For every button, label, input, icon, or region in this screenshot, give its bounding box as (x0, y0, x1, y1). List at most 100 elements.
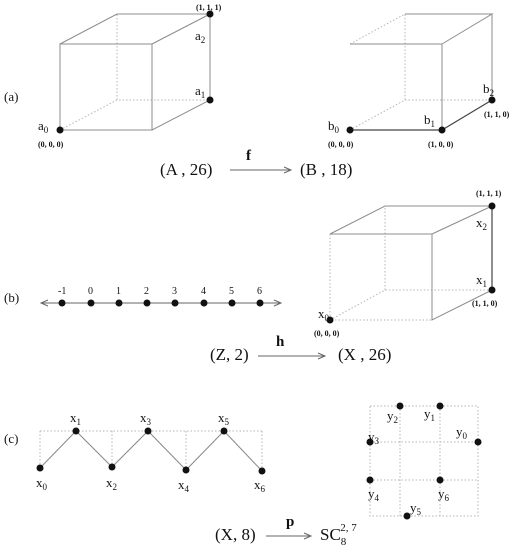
grid-vertex-y2 (396, 402, 404, 410)
grid-graph: y0 y1 y2 y3 y4 y5 y6 (366, 402, 482, 520)
cube-x-hidden-edges (329, 206, 492, 321)
zigzag-vertex-x3 (144, 427, 152, 435)
cube-b-coord-xy: (1, 1, 0) (484, 110, 510, 119)
grid-vertex-y1 (436, 402, 444, 410)
tick-label: 2 (144, 286, 149, 297)
cube-a-label-a1: a1 (195, 83, 205, 100)
grid-vertex-y6 (436, 476, 444, 484)
map-h: (Z, 2) h (X , 26) (210, 334, 391, 364)
cube-x: x0 x1 x2 (0, 0, 0) (1, 1, 0) (1, 1, 1) (314, 189, 502, 338)
grid-label-y0: y0 (456, 424, 468, 441)
map-p-label: p (286, 514, 294, 530)
cube-b-label-b0: b0 (328, 118, 340, 135)
number-line-point (171, 299, 179, 307)
number-line-point (115, 299, 123, 307)
grid-vertex-y0 (474, 438, 482, 446)
cube-x-edges (329, 205, 493, 321)
cube-a-label-a0: a0 (38, 118, 49, 135)
cube-b-label-b2: b2 (483, 81, 494, 98)
cube-b-coord-origin: (0, 0, 0) (328, 140, 354, 149)
cube-x-label-x1: x1 (476, 272, 487, 289)
cube-x-label-x0: x0 (318, 306, 330, 323)
tick-label: 0 (88, 286, 93, 297)
zigzag-label-x5: x5 (218, 410, 230, 427)
map-p-target: SC82, 7 (320, 522, 357, 548)
cube-b-hidden-edges (349, 13, 492, 131)
map-p-arrow-head (303, 532, 313, 540)
panel-label-a: (a) (4, 89, 18, 104)
cube-b-vertex-b0 (346, 126, 354, 134)
tick-label: -1 (58, 286, 66, 297)
map-h-label: h (276, 334, 285, 350)
cube-b: b0 b1 b2 (0, 0, 0) (1, 0, 0) (1, 1, 0) (328, 13, 510, 149)
zigzag-vertex-x2 (108, 463, 116, 471)
zigzag-vertex-x0 (36, 464, 44, 472)
grid-label-y3: y3 (368, 429, 380, 446)
cube-a-vertex-a1 (206, 96, 214, 104)
grid-label-y5: y5 (410, 500, 422, 517)
map-h-target: (X , 26) (338, 345, 391, 364)
zigzag-vertex-x6 (258, 467, 266, 475)
zigzag-grid-edges (39, 430, 263, 472)
cube-a-coord-top: (1, 1, 1) (196, 3, 222, 12)
tick-label: 6 (257, 286, 262, 297)
tick-label: 4 (201, 286, 206, 297)
map-p: (X, 8) p SC82, 7 (215, 514, 357, 548)
zigzag-graph: x0 x1 x2 x3 x4 x5 x6 (36, 410, 266, 494)
grid-vertex-y4 (366, 476, 374, 484)
zigzag-vertex-x4 (182, 466, 190, 474)
map-h-source: (Z, 2) (210, 345, 249, 364)
map-h-arrow-head (317, 352, 327, 360)
grid-label-y4: y4 (368, 486, 380, 503)
cube-a-edges (59, 13, 211, 131)
cube-a-vertex-a2 (206, 10, 214, 18)
cube-b-path-edges (350, 99, 493, 131)
cube-x-coord-xy: (1, 1, 0) (472, 299, 498, 308)
number-line-point (200, 299, 208, 307)
panel-label-c: (c) (4, 431, 18, 446)
grid-edges (369, 405, 479, 517)
tick-label: 3 (172, 286, 177, 297)
zigzag-label-x2: x2 (106, 475, 117, 492)
number-line-right-arrow (273, 299, 283, 307)
tick-label: 1 (116, 286, 121, 297)
zigzag-vertex-x1 (72, 427, 80, 435)
cube-a-hidden-edges (59, 14, 210, 131)
grid-label-y1: y1 (424, 406, 435, 423)
number-line-left-arrow (39, 299, 49, 307)
cube-a-label-a2: a2 (195, 28, 205, 45)
cube-b-edges (350, 13, 494, 130)
cube-b-vertex-b1 (438, 126, 446, 134)
zigzag-label-x4: x4 (178, 477, 190, 494)
cube-x-vertex-x1 (488, 286, 496, 294)
zigzag-vertex-x5 (220, 427, 228, 435)
grid-vertex-y5 (403, 512, 411, 520)
cube-x-coord-origin: (0, 0, 0) (314, 329, 340, 338)
number-line-point (256, 299, 264, 307)
cube-a: a0 a1 a2 (0, 0, 0) (1, 1, 1) (38, 3, 222, 149)
map-f-label: f (246, 148, 252, 164)
map-f-target: (B , 18) (300, 160, 352, 179)
cube-x-coord-top: (1, 1, 1) (476, 189, 502, 198)
zigzag-path (39, 430, 263, 472)
number-line: -1 0 1 2 3 4 5 6 (39, 286, 283, 307)
cube-x-vertex-x0 (326, 316, 334, 324)
cube-x-vertex-x2 (488, 202, 496, 210)
map-f: (A , 26) f (B , 18) (160, 148, 352, 179)
zigzag-label-x3: x3 (140, 410, 152, 427)
map-f-arrow-head (283, 166, 293, 174)
map-f-source: (A , 26) (160, 160, 212, 179)
number-line-point (87, 299, 95, 307)
grid-label-y2: y2 (387, 408, 398, 425)
grid-label-y6: y6 (438, 486, 450, 503)
number-line-point (58, 299, 66, 307)
tick-label: 5 (229, 286, 234, 297)
map-p-source: (X, 8) (215, 525, 256, 544)
zigzag-label-x6: x6 (254, 477, 266, 494)
zigzag-label-x1: x1 (70, 410, 81, 427)
cube-b-label-b1: b1 (424, 112, 435, 129)
number-line-point (143, 299, 151, 307)
cube-a-coord-origin: (0, 0, 0) (38, 140, 64, 149)
